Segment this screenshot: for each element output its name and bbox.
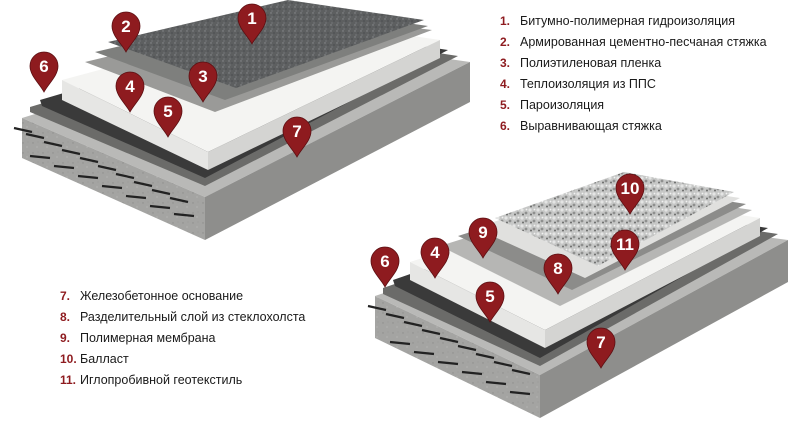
top-insulation-side [208, 40, 440, 170]
legend-text: Железобетонное основание [80, 288, 244, 303]
map-pin-icon [468, 217, 498, 259]
marker-6: 6 [29, 51, 59, 93]
legend-number: 3. [500, 55, 511, 70]
map-pin-icon [282, 116, 312, 158]
legend-number: 10. [60, 351, 77, 366]
marker-label: 6 [39, 57, 48, 76]
map-pin-icon [615, 173, 645, 215]
legend-text: Выравнивающая стяжка [520, 118, 662, 133]
map-pin-icon [115, 71, 145, 113]
marker-11: 11 [610, 229, 640, 271]
map-pin-icon [586, 327, 616, 369]
legend-item: 4. Теплоизоляция из ППС [500, 73, 767, 94]
marker-label: 6 [380, 252, 389, 271]
marker-6: 6 [370, 246, 400, 288]
map-pin-icon [188, 61, 218, 103]
marker-1: 1 [237, 3, 267, 45]
top-bitumen-waterproofing [108, 0, 424, 88]
map-pin-icon [29, 51, 59, 93]
legend-number: 8. [60, 309, 71, 324]
marker-5: 5 [153, 96, 183, 138]
bottom-ballast [495, 172, 734, 266]
marker-5: 5 [475, 281, 505, 323]
legend-number: 9. [60, 330, 71, 345]
legend-item: 7. Железобетонное основание [60, 285, 305, 306]
legend-text: Теплоизоляция из ППС [520, 76, 656, 91]
marker-label: 5 [485, 287, 494, 306]
marker-2: 2 [111, 11, 141, 53]
legend-item: 10.Балласт [60, 348, 305, 369]
map-pin-icon [111, 11, 141, 53]
top-slab-side [205, 62, 470, 240]
legend-text: Разделительный слой из стеклохолста [80, 309, 306, 324]
top-markers: 1 2 3 4 5 6 7 [29, 3, 312, 158]
bottom-slab-front [375, 296, 540, 418]
legend-text: Иглопробивной геотекстиль [80, 372, 243, 387]
legend-number: 2. [500, 34, 511, 49]
legend-item: 2. Армированная цементно-песчаная стяжка [500, 31, 767, 52]
map-pin-icon [475, 281, 505, 323]
map-pin-icon [237, 3, 267, 45]
marker-9: 9 [468, 217, 498, 259]
legend-text: Полимерная мембрана [80, 330, 216, 345]
legend-item: 11.Иглопробивной геотекстиль [60, 369, 305, 390]
legend-item: 3. Полиэтиленовая пленка [500, 52, 767, 73]
legend-number: 4. [500, 76, 511, 91]
marker-label: 11 [616, 235, 634, 254]
legend-number: 5. [500, 97, 511, 112]
marker-label: 1 [247, 9, 256, 28]
bottom-roof-assembly [367, 172, 788, 418]
top-roof-assembly [13, 0, 470, 240]
top-insulation-front [62, 80, 208, 170]
legend-text: Пароизоляция [520, 97, 605, 112]
marker-3: 3 [188, 61, 218, 103]
bottom-insulation-side [545, 218, 760, 348]
map-pin-icon [420, 237, 450, 279]
map-pin-icon [543, 253, 573, 295]
bottom-markers: 10 9 11 8 4 6 5 7 [370, 173, 645, 369]
legend-item: 5. Пароизоляция [500, 94, 767, 115]
top-rebar [13, 126, 195, 218]
legend-top: 1. Битумно-полимерная гидроизоляция 2. Арм… [500, 10, 767, 136]
marker-label: 4 [125, 77, 135, 96]
marker-4: 4 [115, 71, 145, 113]
legend-item: 9. Полимерная мембрана [60, 327, 305, 348]
legend-number: 11. [60, 372, 77, 387]
legend-number: 7. [60, 288, 71, 303]
marker-label: 8 [553, 259, 562, 278]
marker-10: 10 [615, 173, 645, 215]
marker-8: 8 [543, 253, 573, 295]
marker-7: 7 [586, 327, 616, 369]
bottom-insulation-front [410, 262, 545, 348]
marker-label: 2 [121, 17, 130, 36]
legend-number: 6. [500, 118, 511, 133]
marker-label: 7 [596, 333, 605, 352]
legend-item: 6. Выравнивающая стяжка [500, 115, 767, 136]
legend-item: 8. Разделительный слой из стеклохолста [60, 306, 305, 327]
marker-label: 9 [478, 223, 487, 242]
marker-7: 7 [282, 116, 312, 158]
marker-label: 4 [430, 243, 440, 262]
marker-label: 3 [198, 67, 207, 86]
legend-number: 1. [500, 13, 511, 28]
legend-text: Армированная цементно-песчаная стяжка [520, 34, 767, 49]
legend-text: Балласт [80, 351, 129, 366]
legend-item: 1. Битумно-полимерная гидроизоляция [500, 10, 767, 31]
marker-label: 5 [163, 102, 172, 121]
marker-label: 10 [621, 179, 640, 198]
map-pin-icon [370, 246, 400, 288]
marker-4: 4 [420, 237, 450, 279]
top-slab-front [22, 118, 205, 240]
legend-text: Полиэтиленовая пленка [520, 55, 662, 70]
marker-label: 7 [292, 122, 301, 141]
map-pin-icon [610, 229, 640, 271]
legend-text: Битумно-полимерная гидроизоляция [520, 13, 736, 28]
map-pin-icon [153, 96, 183, 138]
bottom-rebar [367, 304, 531, 396]
legend-bottom: 7. Железобетонное основание 8. Разделитель… [60, 285, 305, 390]
bottom-slab-side [540, 240, 788, 418]
